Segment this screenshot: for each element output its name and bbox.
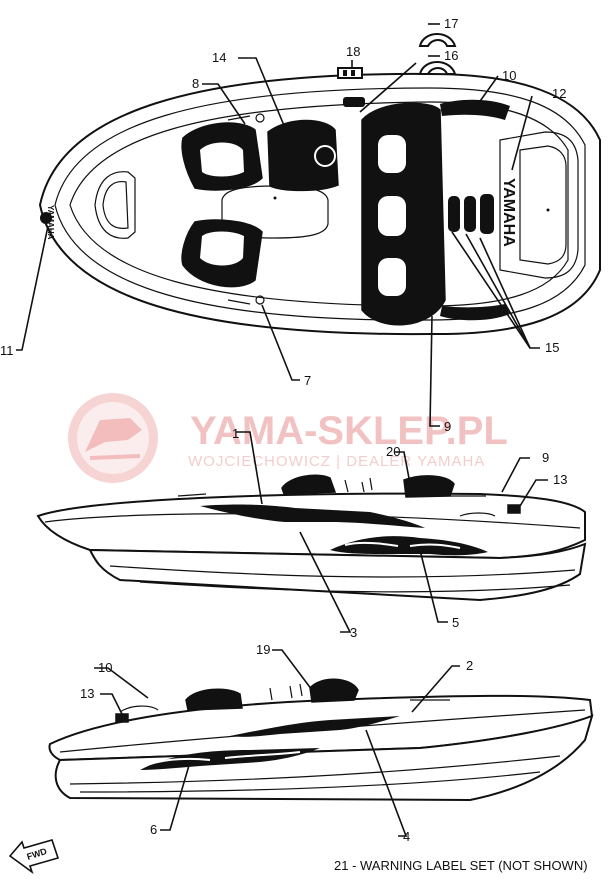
side-view-starboard (36, 474, 587, 602)
callout-11: 11 (0, 343, 14, 358)
stern-brand-text: YAMAHA (500, 178, 517, 247)
callout-15: 15 (545, 340, 559, 355)
callout-2: 2 (466, 658, 473, 673)
callout-10-top: 10 (502, 68, 516, 83)
decal-18 (337, 67, 363, 79)
callout-13-side1: 13 (553, 472, 567, 487)
callout-labels: 1 2 3 4 5 6 7 8 9 9 10 10 11 12 13 13 14… (0, 16, 567, 844)
top-view-boat: YAMAHA YAMAHA (38, 72, 601, 336)
callout-9-side: 9 (542, 450, 549, 465)
fwd-arrow-icon: FWD (8, 839, 60, 875)
bow-brand-text: YAMAHA (46, 205, 55, 240)
callout-3: 3 (350, 625, 357, 640)
callout-8: 8 (192, 76, 199, 91)
callout-19: 19 (256, 642, 270, 657)
callout-14: 14 (212, 50, 226, 65)
callout-12: 12 (552, 86, 566, 101)
callout-13-side2: 13 (80, 686, 94, 701)
footer-note: 21 - WARNING LABEL SET (NOT SHOWN) (334, 858, 588, 873)
watermark-title: YAMA-SKLEP.PL (190, 409, 508, 453)
watermark: YAMA-SKLEP.PL WOJCIECHOWICZ | DEALER YAM… (68, 393, 508, 483)
watermark-subtitle: WOJCIECHOWICZ | DEALER YAMAHA (188, 453, 485, 470)
decal-16-17 (418, 33, 457, 75)
callout-6: 6 (150, 822, 157, 837)
callout-20: 20 (386, 444, 400, 459)
callout-7: 7 (304, 373, 311, 388)
callout-1: 1 (232, 426, 239, 441)
callout-17: 17 (444, 16, 458, 31)
callout-9-top: 9 (444, 419, 451, 434)
callout-10-side: 10 (98, 660, 112, 675)
callout-16: 16 (444, 48, 458, 63)
callout-4: 4 (403, 829, 410, 844)
leader-lines (16, 23, 548, 837)
watermark-logo (68, 393, 158, 483)
callout-18: 18 (346, 44, 360, 59)
callout-5: 5 (452, 615, 459, 630)
side-view-port (48, 678, 594, 802)
